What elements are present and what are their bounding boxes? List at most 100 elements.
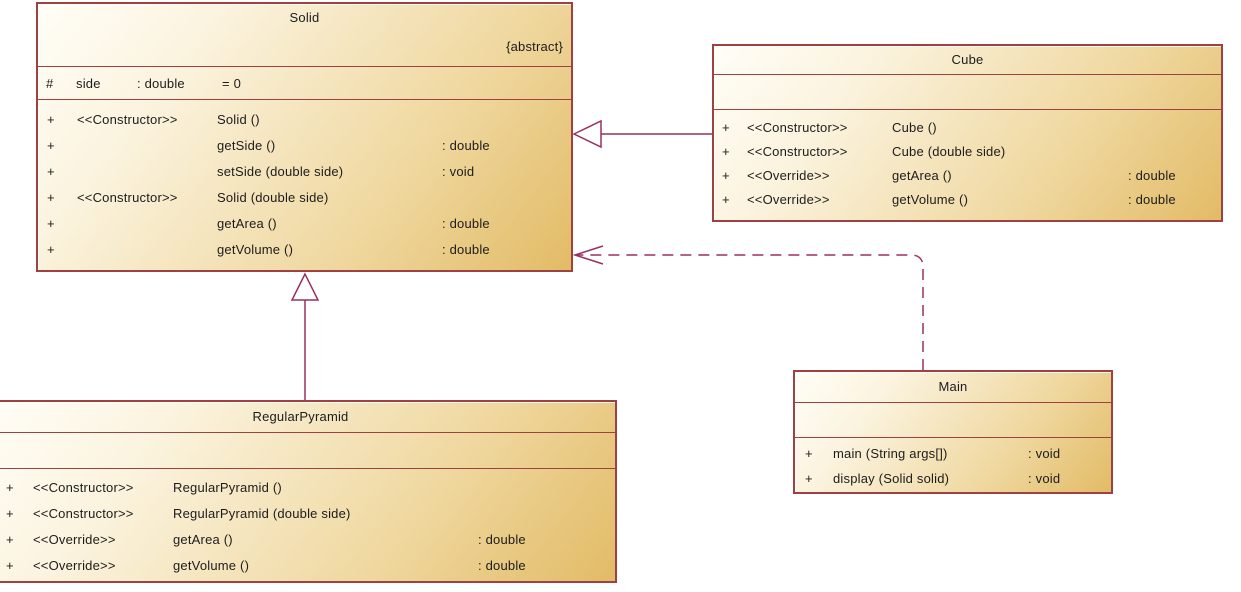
hollow-triangle-arrowhead [290, 272, 320, 301]
method-return-type: : double [478, 532, 526, 547]
attributes-section-empty [714, 75, 1221, 110]
class-name: RegularPyramid [252, 409, 349, 424]
attributes-section: # side : double = 0 [38, 67, 571, 100]
dependency-main-to-solid[interactable] [572, 245, 924, 370]
method-visibility: + [47, 112, 55, 127]
method-row: + main (String args[]) : void [795, 441, 1111, 466]
attribute-row: # side : double = 0 [38, 67, 571, 99]
method-signature: main (String args[]) [833, 446, 948, 461]
method-row: + <<Override>> getVolume () : double [0, 553, 615, 579]
method-stereotype: <<Constructor>> [747, 144, 848, 159]
method-stereotype: <<Override>> [747, 192, 830, 207]
class-cube[interactable]: Cube + <<Constructor>> Cube () + <<Const… [712, 44, 1223, 222]
methods-section: + <<Constructor>> Cube () + <<Constructo… [714, 110, 1221, 220]
method-signature: getVolume () [892, 192, 969, 207]
class-regularpyramid[interactable]: RegularPyramid + <<Constructor>> Regular… [0, 400, 617, 583]
attribute-initial-value: = 0 [222, 75, 242, 91]
method-signature: getArea () [173, 532, 233, 547]
attributes-section-empty [795, 403, 1111, 438]
method-stereotype: <<Constructor>> [77, 190, 178, 205]
method-visibility: + [47, 138, 55, 153]
method-visibility: + [47, 242, 55, 257]
method-signature: getVolume () [217, 242, 294, 257]
method-stereotype: <<Constructor>> [747, 120, 848, 135]
method-row: + <<Constructor>> Solid () [38, 107, 571, 133]
method-row: + <<Override>> getArea () : double [0, 527, 615, 553]
method-return-type: : double [442, 242, 490, 257]
abstract-tag: {abstract} [506, 39, 563, 54]
method-stereotype: <<Constructor>> [77, 112, 178, 127]
method-row: + <<Constructor>> Cube (double side) [714, 140, 1221, 164]
attributes-section-empty [0, 433, 615, 469]
method-signature: RegularPyramid () [173, 480, 282, 495]
method-visibility: + [722, 120, 730, 135]
method-row: + getSide () : double [38, 133, 571, 159]
attribute-visibility: # [46, 75, 54, 91]
method-row: + <<Constructor>> Cube () [714, 116, 1221, 140]
method-return-type: : double [442, 216, 490, 231]
method-return-type: : void [442, 164, 475, 179]
method-signature: Solid (double side) [217, 190, 329, 205]
method-return-type: : void [1028, 446, 1061, 461]
method-stereotype: <<Override>> [33, 532, 116, 547]
class-main[interactable]: Main + main (String args[]) : void + dis… [793, 370, 1113, 494]
methods-section: + <<Constructor>> Solid () + getSide () … [38, 100, 571, 270]
class-header: RegularPyramid [0, 402, 615, 433]
method-visibility: + [47, 190, 55, 205]
method-signature: Cube (double side) [892, 144, 1006, 159]
method-row: + <<Constructor>> RegularPyramid (double… [0, 501, 615, 527]
method-return-type: : double [1128, 168, 1176, 183]
method-stereotype: <<Constructor>> [33, 480, 134, 495]
class-header: Solid {abstract} [38, 4, 571, 67]
method-stereotype: <<Override>> [33, 558, 116, 573]
method-visibility: + [6, 480, 14, 495]
methods-section: + <<Constructor>> RegularPyramid () + <<… [0, 469, 615, 581]
method-signature: getArea () [892, 168, 952, 183]
method-visibility: + [722, 168, 730, 183]
class-name: Cube [951, 52, 984, 67]
method-visibility: + [6, 558, 14, 573]
method-return-type: : double [1128, 192, 1176, 207]
attribute-type: : double [137, 75, 185, 91]
method-row: + <<Override>> getArea () : double [714, 164, 1221, 188]
class-name: Solid [289, 10, 320, 25]
method-visibility: + [805, 446, 813, 461]
method-visibility: + [722, 192, 730, 207]
class-name: Main [938, 379, 968, 394]
method-visibility: + [6, 506, 14, 521]
method-row: + <<Constructor>> RegularPyramid () [0, 475, 615, 501]
class-solid[interactable]: Solid {abstract} # side : double = 0 + <… [36, 2, 573, 272]
attribute-name: side [76, 75, 101, 91]
method-row: + <<Constructor>> Solid (double side) [38, 185, 571, 211]
method-signature: display (Solid solid) [833, 471, 950, 486]
method-visibility: + [6, 532, 14, 547]
method-row: + display (Solid solid) : void [795, 466, 1111, 491]
method-row: + getArea () : double [38, 211, 571, 237]
method-signature: getSide () [217, 138, 276, 153]
class-header: Cube [714, 46, 1221, 75]
method-stereotype: <<Override>> [747, 168, 830, 183]
method-visibility: + [47, 164, 55, 179]
generalization-regularpyramid-to-solid[interactable] [290, 272, 320, 400]
method-signature: Cube () [892, 120, 937, 135]
method-signature: getVolume () [173, 558, 250, 573]
open-arrowhead [572, 245, 604, 265]
method-visibility: + [805, 471, 813, 486]
hollow-triangle-arrowhead [572, 119, 602, 149]
class-header: Main [795, 372, 1111, 403]
method-row: + getVolume () : double [38, 237, 571, 263]
method-return-type: : void [1028, 471, 1061, 486]
method-row: + <<Override>> getVolume () : double [714, 188, 1221, 212]
method-return-type: : double [478, 558, 526, 573]
method-visibility: + [722, 144, 730, 159]
method-stereotype: <<Constructor>> [33, 506, 134, 521]
generalization-cube-to-solid[interactable] [572, 119, 712, 149]
method-row: + setSide (double side) : void [38, 159, 571, 185]
method-signature: getArea () [217, 216, 277, 231]
method-signature: Solid () [217, 112, 260, 127]
method-return-type: : double [442, 138, 490, 153]
method-signature: RegularPyramid (double side) [173, 506, 351, 521]
method-visibility: + [47, 216, 55, 231]
